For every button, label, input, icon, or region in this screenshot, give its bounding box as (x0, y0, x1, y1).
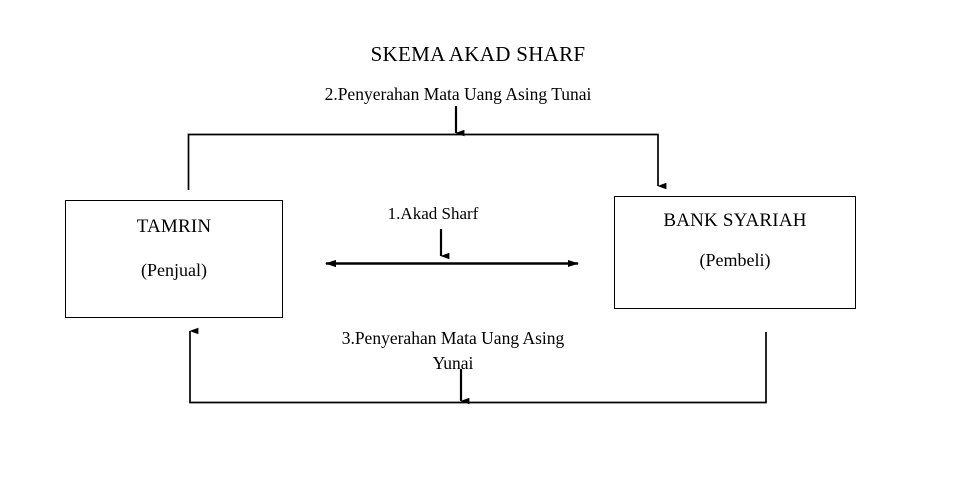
flow-label-step3-line2: Yunai (432, 353, 474, 374)
page-title: SKEMA AKAD SHARF (370, 42, 586, 66)
flow-label-step3: 3.Penyerahan Mata Uang Asing Yunai (0, 326, 906, 377)
node-buyer-name: BANK SYARIAH (663, 210, 807, 231)
flow-label-step2: 2.Penyerahan Mata Uang Asing Tunai (324, 84, 592, 104)
flow-label-step3-line1: 3.Penyerahan Mata Uang Asing (341, 328, 565, 348)
node-buyer-role: (Pembeli) (699, 250, 771, 270)
node-seller-role: (Penjual) (141, 260, 207, 280)
bottom-route-path (189, 327, 767, 404)
top-route-path (187, 133, 667, 190)
node-box-seller: TAMRIN (Penjual) (65, 200, 283, 318)
node-box-buyer: BANK SYARIAH (Pembeli) (614, 196, 856, 309)
node-seller-name: TAMRIN (136, 216, 212, 237)
flow-label-step1: 1.Akad Sharf (387, 204, 479, 223)
